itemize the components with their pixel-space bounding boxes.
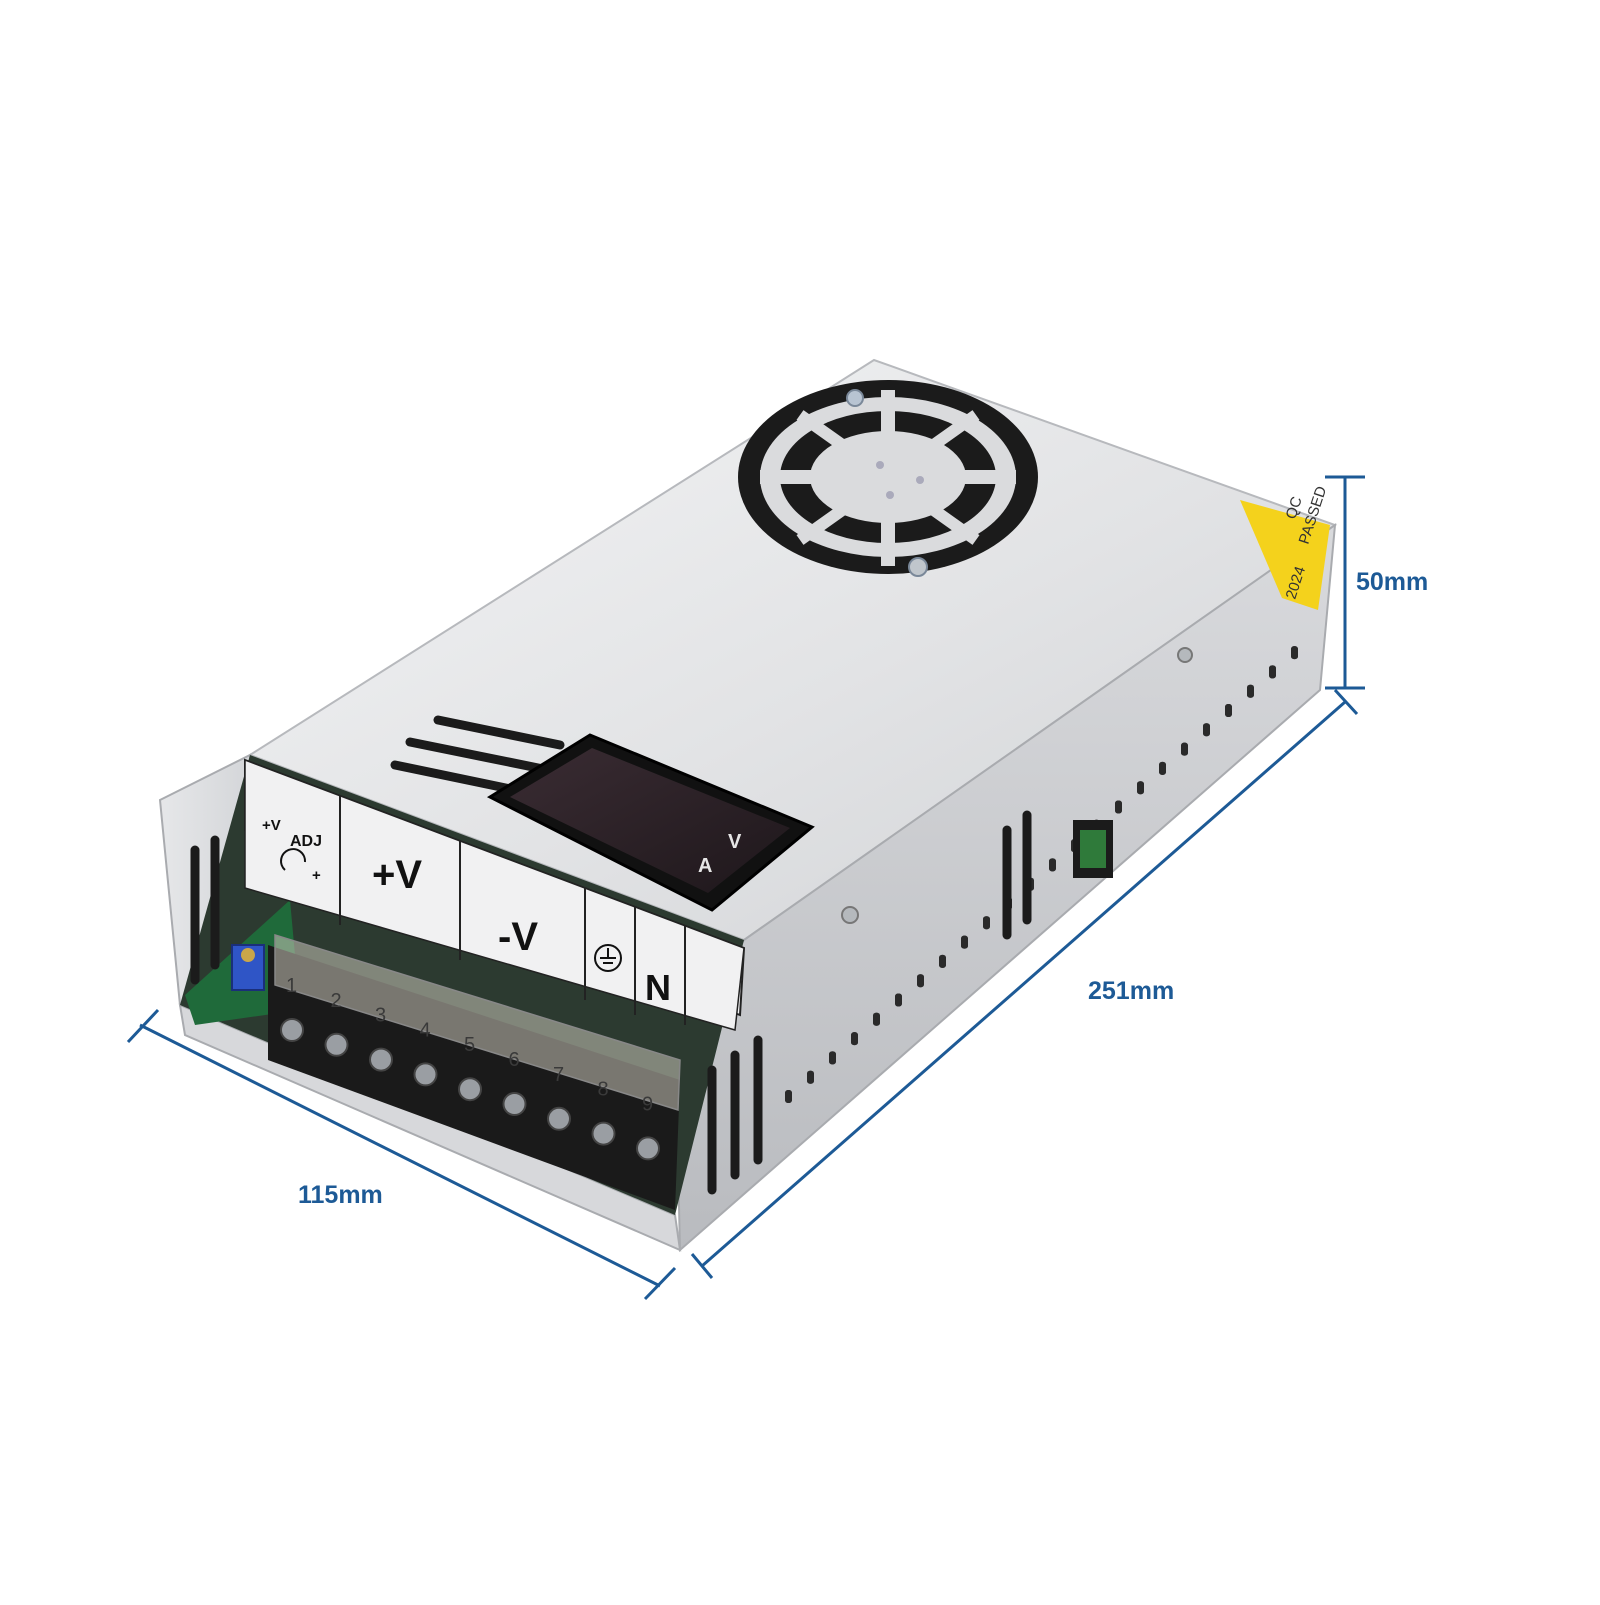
side-long-slots	[190, 810, 1032, 1195]
negative-v-label: -V	[498, 915, 538, 959]
terminal-screws	[280, 1018, 660, 1161]
side-connector-board	[1080, 830, 1106, 868]
meter-volt-label: V	[728, 831, 742, 853]
vent-hole	[851, 1032, 858, 1046]
side-screw	[841, 906, 859, 924]
terminal-screw[interactable]	[280, 1018, 304, 1042]
width-label: 115mm	[298, 1181, 383, 1209]
vent-hole	[785, 1090, 792, 1103]
terminal-screw[interactable]	[324, 1032, 349, 1057]
ground-icon	[594, 944, 622, 972]
terminal-number: 2	[331, 990, 342, 1012]
terminal-screw[interactable]	[591, 1121, 616, 1146]
width-dimension: 115mm	[126, 1008, 677, 1301]
vent-hole	[939, 954, 946, 968]
vent-hole	[983, 916, 990, 930]
top-screw	[846, 389, 864, 407]
vent-hole	[1247, 684, 1254, 698]
terminal-number: 9	[642, 1093, 653, 1115]
vent-hole	[1049, 858, 1056, 872]
terminal-cover	[274, 933, 681, 1112]
vent-hole	[807, 1070, 814, 1084]
height-dimension: 50mm	[1325, 475, 1428, 690]
terminal-number: 4	[420, 1019, 431, 1041]
positive-v-label: +V	[372, 853, 422, 897]
vent-hole	[1181, 742, 1188, 756]
terminal-number: 1	[286, 975, 297, 997]
side-screw	[1177, 647, 1193, 663]
vent-hole	[1115, 800, 1122, 814]
vent-hole	[917, 974, 924, 988]
adj-text-label: ADJ	[290, 833, 322, 850]
vent-hole	[873, 1012, 880, 1026]
adj-plus-label: +	[312, 867, 321, 884]
meter-amp-label: A	[698, 855, 712, 877]
length-dimension: 251mm	[690, 688, 1359, 1279]
terminal-screw[interactable]	[547, 1106, 571, 1131]
terminal-number: 3	[375, 1005, 386, 1027]
potentiometer-screw	[241, 948, 255, 962]
vent-hole	[895, 993, 902, 1007]
terminal-number: 7	[553, 1064, 564, 1086]
terminal-screw[interactable]	[369, 1047, 393, 1072]
terminal-screw[interactable]	[636, 1136, 660, 1161]
fan-grille	[738, 380, 1038, 574]
terminal-numbers: 1 2 3 4 5 6 7 8 9	[286, 975, 653, 1115]
terminal-number: 8	[598, 1079, 609, 1101]
adj-rotate-icon	[280, 848, 307, 871]
vent-hole	[1291, 646, 1298, 660]
vent-hole	[1159, 761, 1166, 775]
vent-hole	[1269, 665, 1276, 679]
terminal-screw[interactable]	[502, 1092, 527, 1116]
length-label: 251mm	[1088, 977, 1174, 1005]
vent-hole	[1203, 723, 1210, 737]
terminal-screw[interactable]	[458, 1077, 482, 1102]
vent-hole	[829, 1051, 836, 1065]
vent-hole	[1225, 704, 1232, 717]
terminal-number: 5	[464, 1034, 475, 1056]
dimension-annotations: 50mm 251mm 115mm	[126, 475, 1428, 1301]
height-label: 50mm	[1356, 568, 1428, 596]
adj-v-label: +V	[262, 817, 281, 834]
neutral-label: N	[645, 967, 671, 1008]
digital-meter: V A	[486, 733, 815, 912]
vent-hole	[1137, 781, 1144, 795]
top-screw	[908, 557, 928, 577]
vent-hole	[961, 935, 968, 949]
terminal-number: 6	[509, 1049, 520, 1071]
terminal-screw[interactable]	[413, 1062, 438, 1087]
sticker-text: QC	[1283, 494, 1306, 521]
